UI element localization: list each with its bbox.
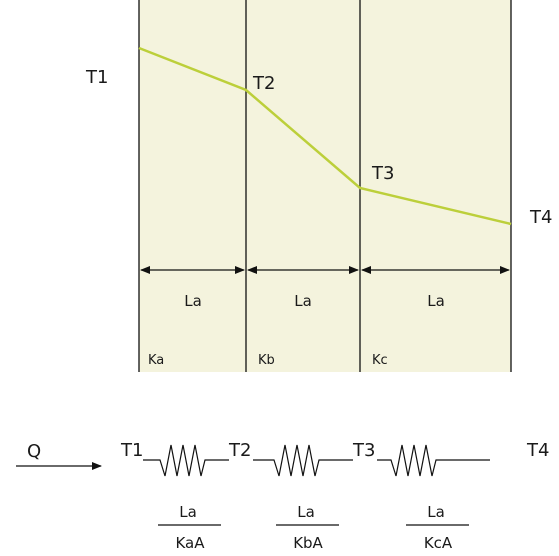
temperature-profile-line (138, 46, 512, 226)
resistor-c (377, 444, 490, 477)
thickness-label-a: La (184, 292, 202, 310)
resistance-a-denominator: KaA (175, 534, 205, 552)
circuit-label-t4: T4 (526, 440, 549, 461)
heat-flow-label: Q (27, 441, 41, 462)
temp-label-t1: T1 (85, 67, 108, 88)
resistance-b-denominator: KbA (293, 534, 323, 552)
temp-label-t3: T3 (371, 163, 394, 184)
conductivity-label-kb: Kb (258, 353, 275, 368)
resistor-b (253, 444, 353, 477)
conductivity-label-kc: Kc (372, 353, 388, 368)
resistance-c-numerator: La (427, 503, 445, 521)
thickness-label-c: La (427, 292, 445, 310)
resistance-b-numerator: La (297, 503, 315, 521)
resistor-a (143, 444, 229, 477)
circuit-label-t3: T3 (352, 440, 375, 461)
temp-label-t2: T2 (252, 73, 275, 94)
wall-layers-background (139, 0, 511, 372)
thickness-label-b: La (294, 292, 312, 310)
conductivity-label-ka: Ka (148, 353, 164, 368)
circuit-label-t2: T2 (228, 440, 251, 461)
resistance-a-numerator: La (179, 503, 197, 521)
temp-label-t4: T4 (529, 207, 552, 228)
circuit-label-t1: T1 (120, 440, 143, 461)
resistance-c-denominator: KcA (424, 534, 453, 552)
